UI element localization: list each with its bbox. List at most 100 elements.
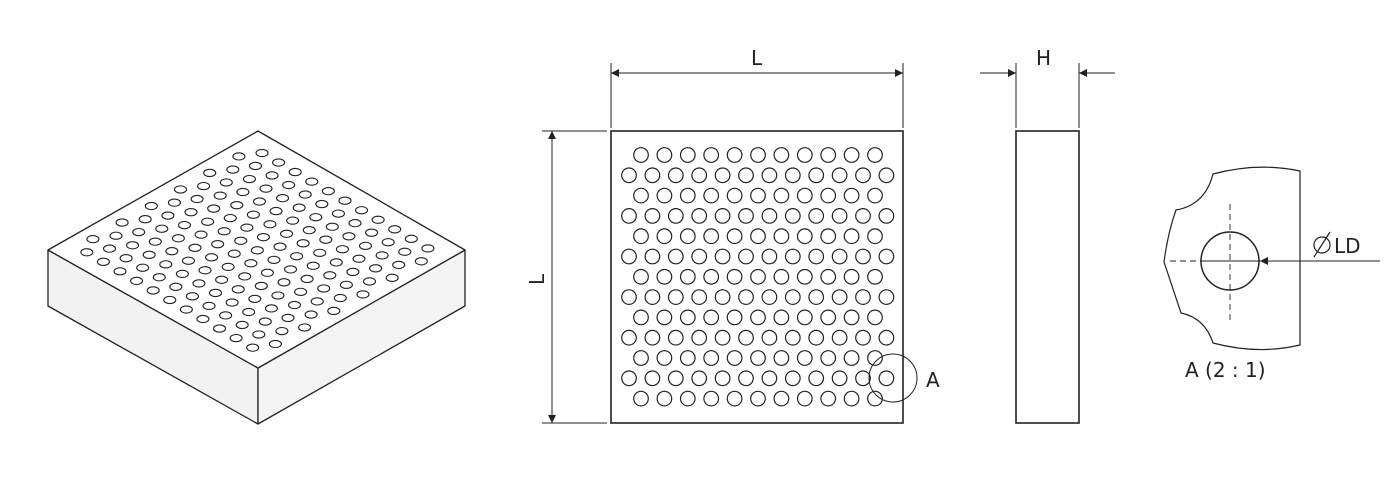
iso-hole <box>132 227 146 237</box>
iso-hole <box>288 167 302 177</box>
hole <box>808 248 825 265</box>
iso-hole <box>398 247 412 256</box>
iso-hole <box>362 277 377 286</box>
iso-hole <box>201 217 215 226</box>
iso-hole <box>217 227 231 236</box>
hole <box>773 390 790 407</box>
iso-hole <box>146 286 160 295</box>
iso-hole <box>212 324 227 333</box>
hole <box>656 268 673 285</box>
hole <box>679 350 696 366</box>
hole <box>855 289 871 306</box>
iso-hole <box>305 177 319 186</box>
hole <box>656 309 673 326</box>
iso-hole <box>354 206 369 215</box>
hole <box>726 228 743 245</box>
hole <box>773 350 790 366</box>
iso-hole <box>219 178 233 187</box>
iso-hole <box>385 273 399 282</box>
hole <box>796 350 813 366</box>
hole <box>691 248 708 265</box>
hole <box>867 187 883 204</box>
iso-hole <box>338 196 352 205</box>
iso-hole <box>235 320 249 330</box>
hole <box>796 187 813 204</box>
hole <box>644 207 661 224</box>
iso-hole <box>203 168 217 178</box>
hole <box>633 228 649 245</box>
hole <box>843 350 860 366</box>
side-view-outline <box>1015 130 1080 424</box>
hole <box>644 370 661 387</box>
iso-hole <box>267 255 281 265</box>
iso-hole <box>306 261 320 270</box>
hole <box>820 268 837 285</box>
iso-hole <box>136 263 150 272</box>
iso-hole <box>205 253 219 262</box>
hole <box>621 370 637 387</box>
iso-hole <box>173 185 188 194</box>
iso-hole <box>142 250 156 259</box>
diameter-label: LD <box>1334 234 1361 258</box>
iso-hole <box>167 198 181 207</box>
iso-hole <box>310 297 324 306</box>
hole <box>691 207 708 224</box>
hole <box>714 248 731 265</box>
hole <box>691 167 708 184</box>
hole <box>855 370 871 387</box>
iso-hole <box>276 194 290 203</box>
iso-hole <box>119 254 133 263</box>
iso-hole <box>126 241 140 250</box>
hole <box>738 370 754 387</box>
iso-hole <box>232 152 246 161</box>
height-dimension <box>980 63 1115 128</box>
front-hole-grid <box>621 147 895 407</box>
hole <box>761 370 778 387</box>
hole <box>784 167 801 184</box>
iso-hole <box>358 241 373 250</box>
front-outline <box>610 130 904 424</box>
hole <box>761 289 778 306</box>
iso-hole <box>252 197 267 206</box>
iso-hole <box>230 201 244 210</box>
hole <box>633 147 649 163</box>
iso-hole <box>255 148 269 158</box>
iso-hole <box>234 236 248 245</box>
iso-hole <box>272 158 286 167</box>
hole <box>867 147 883 163</box>
iso-hole <box>292 203 306 212</box>
iso-hole <box>298 190 312 199</box>
hole <box>796 268 813 285</box>
iso-hole <box>194 230 208 239</box>
hole <box>714 370 731 387</box>
iso-hole <box>365 228 379 237</box>
iso-hole-grid <box>80 148 435 352</box>
iso-hole <box>148 237 162 246</box>
iso-hole <box>286 216 300 225</box>
hole <box>784 248 801 265</box>
hole <box>808 167 825 184</box>
iso-hole <box>414 257 428 266</box>
hole <box>633 187 649 204</box>
hole <box>750 187 766 204</box>
hole <box>831 289 848 306</box>
iso-hole <box>323 271 337 280</box>
hole <box>820 187 837 204</box>
iso-hole <box>281 313 295 323</box>
iso-hole <box>271 291 285 300</box>
hole <box>644 329 661 346</box>
iso-hole <box>231 285 245 294</box>
length-label-side: L <box>525 273 549 285</box>
hole <box>703 309 720 326</box>
iso-hole <box>188 243 202 252</box>
iso-hole <box>346 267 360 277</box>
hole <box>878 248 895 265</box>
hole <box>867 350 883 366</box>
hole <box>750 147 766 163</box>
hole <box>621 289 637 306</box>
hole <box>633 268 649 285</box>
iso-hole <box>223 213 237 223</box>
hole <box>667 289 684 306</box>
front-view <box>610 130 918 424</box>
iso-hole <box>80 248 94 257</box>
